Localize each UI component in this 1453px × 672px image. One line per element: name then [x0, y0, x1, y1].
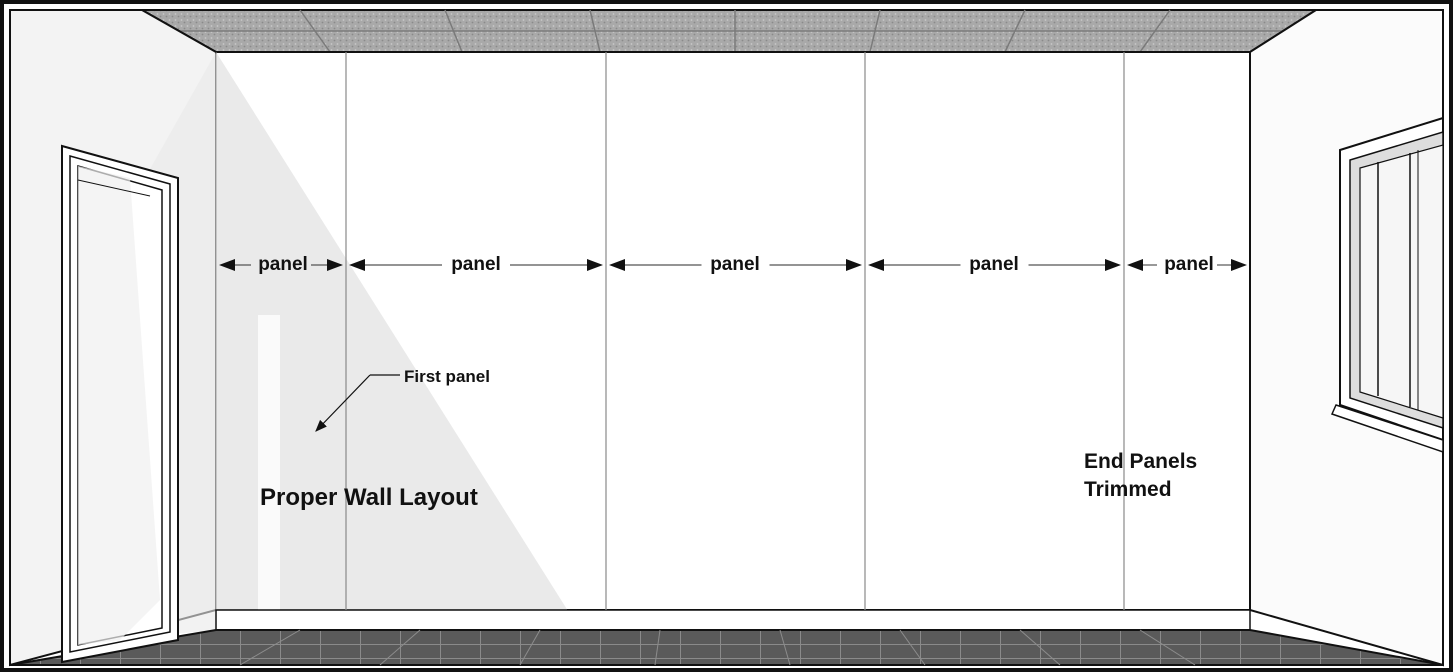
- panel-labels: panel panel panel panel panel: [258, 254, 1214, 275]
- panel-label-2: panel: [451, 254, 501, 275]
- baseboard: [215, 609, 1251, 631]
- dimension-arrow-2-right: [587, 259, 603, 271]
- dimension-arrow-1-right: [327, 259, 343, 271]
- first-panel-callout: First panel: [404, 367, 490, 386]
- dimension-arrow-4-right: [1105, 259, 1121, 271]
- light-streak: [258, 315, 280, 620]
- window: [1330, 116, 1444, 454]
- floor-perspective-lines: [239, 629, 1196, 666]
- callout-arrow: [315, 374, 371, 432]
- diagram-caption: Proper Wall Layout: [260, 484, 478, 511]
- panel-label-1: panel: [258, 254, 308, 275]
- end-note-line-2: Trimmed: [1084, 478, 1172, 501]
- dimension-arrow-5-right: [1231, 259, 1247, 271]
- panel-dimension-lines: [219, 259, 1247, 271]
- dimension-arrow-2-left: [349, 259, 365, 271]
- panel-label-4: panel: [969, 254, 1019, 275]
- ceiling-grid: [180, 9, 1283, 53]
- dimension-arrow-1-left: [219, 259, 235, 271]
- light-wedge: [216, 52, 580, 630]
- dimension-arrow-4-left: [868, 259, 884, 271]
- end-note-line-1: End Panels: [1084, 450, 1197, 473]
- door: [61, 144, 179, 664]
- panel-label-5: panel: [1164, 254, 1214, 275]
- dimension-arrow-3-left: [609, 259, 625, 271]
- panel-seams: [345, 52, 1125, 610]
- dimension-arrow-3-right: [846, 259, 862, 271]
- dimension-arrow-5-left: [1127, 259, 1143, 271]
- panel-label-3: panel: [710, 254, 760, 275]
- floor: [9, 629, 1444, 666]
